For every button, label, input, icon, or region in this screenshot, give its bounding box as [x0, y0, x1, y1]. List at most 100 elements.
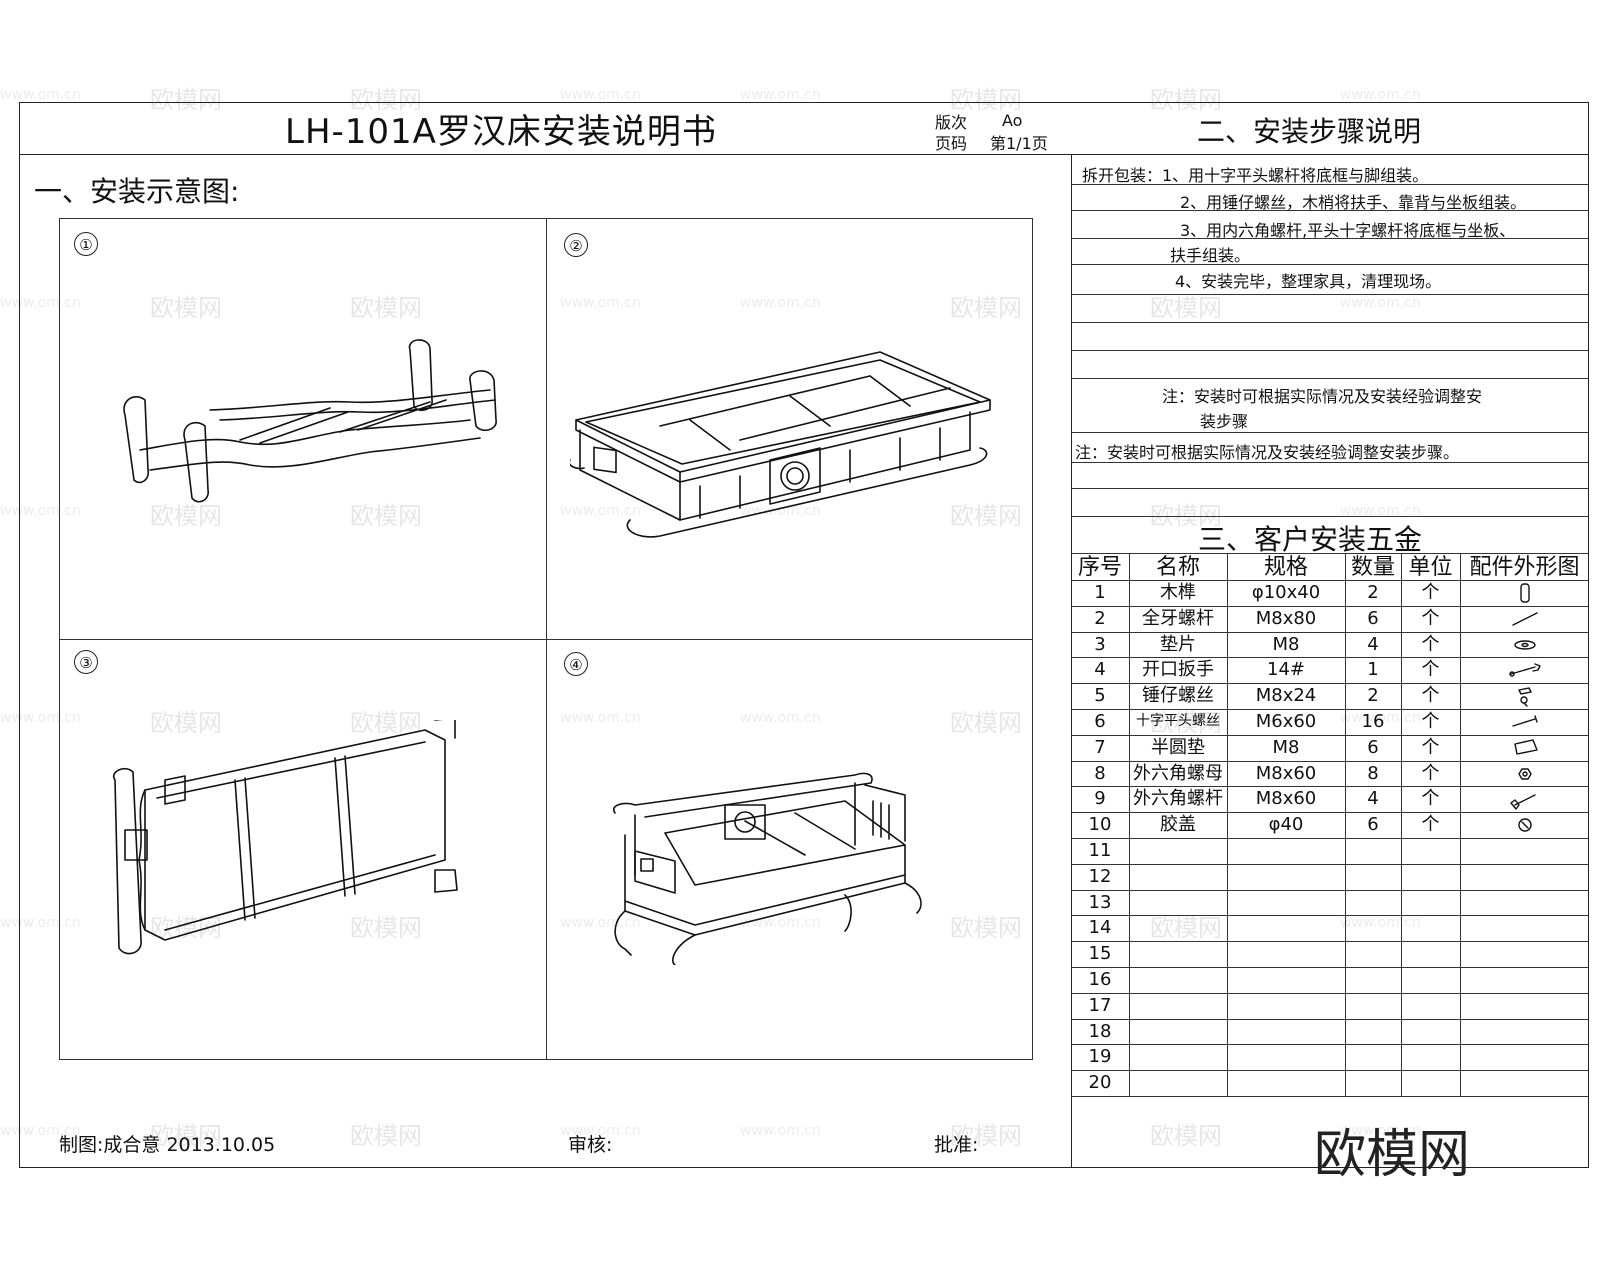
watermark-site: www.om.cn [560, 1123, 641, 1139]
wrench-icon [1508, 663, 1541, 678]
table-cell-spec: M8x60 [1255, 788, 1317, 810]
watermark-site: www.om.cn [0, 295, 81, 311]
table-row-rule [1071, 657, 1589, 659]
table-cell-no: 17 [1088, 994, 1112, 1016]
watermark-brand: 欧模网 [350, 294, 422, 322]
washer-icon [1513, 639, 1536, 650]
watermark-brand: 欧模网 [350, 502, 422, 530]
table-cell-name: 开口扳手 [1142, 659, 1214, 681]
watermark-brand: 欧模网 [350, 86, 422, 114]
table-row-rule [1071, 1018, 1589, 1020]
table-cell-unit: 个 [1421, 711, 1440, 732]
panel-3-number: ③ [74, 650, 98, 674]
plastic-cap-icon [1517, 818, 1532, 832]
table-cell-no: 7 [1094, 736, 1106, 758]
watermark-site: www.om.cn [0, 710, 81, 726]
watermark-site: www.om.cn [560, 503, 641, 519]
watermark-site: www.om.cn [1340, 915, 1421, 931]
watermark-brand: 欧模网 [1150, 1122, 1222, 1150]
watermark-site: www.om.cn [1340, 87, 1421, 103]
table-header-cell: 数量 [1350, 555, 1395, 580]
note-1-line-b: 装步骤 [1200, 412, 1249, 431]
table-column-rule [1460, 553, 1461, 1096]
hardware-heading: 三、客户安装五金 [1198, 523, 1423, 556]
table-cell-spec: 14# [1267, 659, 1305, 681]
watermark-brand: 欧模网 [1150, 294, 1222, 322]
table-cell-name: 半圆垫 [1151, 736, 1205, 758]
steps-rule [1071, 210, 1589, 211]
page-title: LH-101A罗汉床安装说明书 [285, 112, 717, 152]
watermark-site: www.om.cn [560, 87, 641, 103]
watermark-brand: 欧模网 [150, 294, 222, 322]
watermark-site: www.om.cn [740, 1123, 821, 1139]
table-cell-unit: 个 [1421, 607, 1440, 629]
flat-head-screw-icon [1511, 715, 1538, 727]
table-cell-no: 13 [1088, 891, 1112, 913]
watermark-site: www.om.cn [0, 915, 81, 931]
table-cell-unit: 个 [1421, 762, 1440, 784]
table-header-rule [1071, 580, 1589, 581]
table-cell-name: 木榫 [1160, 582, 1196, 603]
table-row-rule [1071, 1070, 1589, 1072]
step-line-3: 3、用内六角螺杆,平头十字螺杆将底框与坐板、 [1180, 221, 1516, 240]
watermark-brand: 欧模网 [950, 914, 1022, 942]
note-1-line-a: 注：安装时可根据实际情况及安装经验调整安 [1162, 387, 1483, 406]
panel-1-number: ① [74, 232, 98, 256]
watermark-brand: 欧模网 [150, 502, 222, 530]
panel-4-number: ④ [564, 652, 588, 676]
table-cell-no: 5 [1094, 685, 1106, 707]
table-cell-no: 12 [1088, 865, 1112, 887]
table-cell-no: 6 [1094, 711, 1106, 732]
table-row-rule [1071, 812, 1589, 814]
note-2: 注：安装时可根据实际情况及安装经验调整安装步骤。 [1075, 443, 1460, 462]
table-row-rule [1071, 709, 1589, 710]
steps-rule [1071, 184, 1589, 185]
table-row-rule [1071, 838, 1589, 839]
table-row-rule [1071, 889, 1589, 891]
watermark-site: www.om.cn [560, 710, 641, 726]
diagram-seat-on-base [570, 351, 991, 538]
approve-label: 批准: [934, 1134, 979, 1156]
step-line-5: 4、安装完毕，整理家具，清理现场。 [1175, 272, 1442, 291]
watermark-brand: 欧模网 [950, 1122, 1022, 1150]
steps-rule [1071, 350, 1589, 351]
table-cell-unit: 个 [1421, 685, 1440, 707]
watermark-site: www.om.cn [740, 295, 821, 311]
table-cell-qty: 1 [1367, 659, 1379, 681]
watermark-site: www.om.cn [0, 1123, 81, 1139]
watermark-site: www.om.cn [740, 87, 821, 103]
table-cell-name: 锤仔螺丝 [1142, 685, 1214, 707]
table-cell-no: 18 [1088, 1020, 1112, 1042]
table-cell-no: 2 [1094, 607, 1106, 629]
hex-nut-icon [1517, 767, 1532, 780]
watermark-site: www.om.cn [1340, 503, 1421, 519]
watermark-brand: 欧模网 [350, 1122, 422, 1150]
table-cell-qty: 6 [1367, 736, 1379, 758]
step-line-2: 2、用锤仔螺丝，木梢将扶手、靠背与坐板组装。 [1180, 193, 1527, 212]
table-cell-qty: 4 [1367, 633, 1379, 655]
table-cell-qty: 2 [1367, 582, 1379, 603]
table-cell-qty: 6 [1367, 607, 1379, 629]
version-value: Ao [1002, 111, 1023, 130]
watermark-brand: 欧模网 [350, 709, 422, 737]
steps-heading: 二、安装步骤说明 [1197, 115, 1422, 148]
watermark-site: www.om.cn [1340, 1123, 1421, 1139]
panel-2-number: ② [564, 233, 588, 257]
table-cell-qty: 8 [1367, 762, 1379, 784]
table-column-rule [1227, 553, 1228, 1096]
table-cell-no: 8 [1094, 762, 1106, 784]
steps-rule [1071, 488, 1589, 489]
table-cell-no: 4 [1094, 659, 1106, 681]
table-row-rule [1071, 683, 1589, 685]
watermark-site: www.om.cn [740, 503, 821, 519]
table-cell-no: 10 [1088, 814, 1112, 836]
table-row-rule [1071, 734, 1589, 736]
steps-rule [1071, 462, 1589, 463]
table-cell-name: 外六角螺杆 [1133, 788, 1223, 810]
watermark-brand: 欧模网 [150, 86, 222, 114]
column-divider [1071, 154, 1072, 1168]
instruction-sheet [19, 102, 1589, 1168]
table-cell-name: 外六角螺母 [1133, 762, 1223, 784]
drafter-info: 制图:成合意 2013.10.05 [59, 1134, 276, 1156]
brand-logo: 欧模网 [1314, 1125, 1471, 1185]
